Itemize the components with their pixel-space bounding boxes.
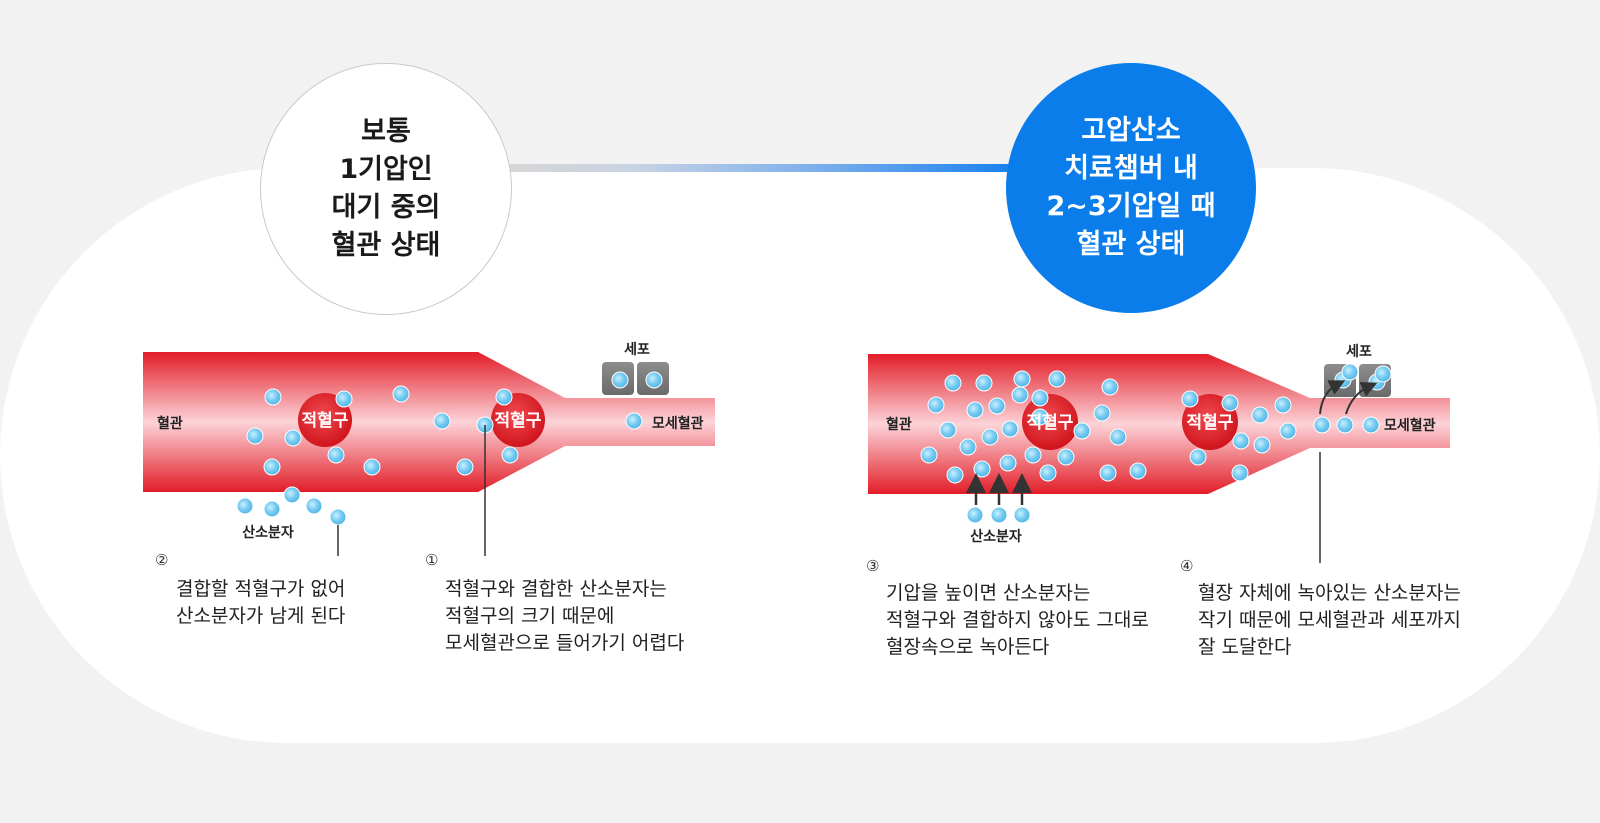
oxygen-molecule bbox=[940, 422, 956, 438]
oxygen-molecule bbox=[1375, 366, 1391, 382]
caption-text: 혈장 자체에 녹아있는 산소분자는 작기 때문에 모세혈관과 세포까지 잘 도달… bbox=[1198, 580, 1461, 661]
oxygen-molecule bbox=[264, 501, 280, 517]
oxygen-molecule bbox=[626, 413, 642, 429]
caption-text: 기압을 높이면 산소분자는 적혈구와 결합하지 않아도 그대로 혈장속으로 녹아… bbox=[886, 580, 1149, 661]
oxygen-molecule bbox=[976, 375, 992, 391]
oxygen-molecule bbox=[1130, 463, 1146, 479]
oxygen-molecule bbox=[967, 402, 983, 418]
oxygen-molecule bbox=[967, 507, 983, 523]
oxygen-molecule bbox=[1102, 379, 1118, 395]
oxygen-molecule bbox=[1314, 417, 1330, 433]
oxygen-molecule bbox=[1337, 417, 1353, 433]
oxygen-molecule bbox=[1094, 405, 1110, 421]
oxygen-molecule bbox=[247, 428, 263, 444]
rbc-label: 적혈구 bbox=[302, 410, 349, 431]
oxygen-molecule bbox=[1280, 423, 1296, 439]
oxygen-molecule bbox=[457, 459, 473, 475]
oxygen-molecule bbox=[1074, 423, 1090, 439]
oxygen-molecule bbox=[1233, 433, 1249, 449]
oxygen-molecule bbox=[306, 498, 322, 514]
oxygen-molecule bbox=[1049, 371, 1065, 387]
oxygen-label: 산소분자 bbox=[970, 528, 1022, 545]
caption-number: ④ bbox=[1180, 557, 1193, 575]
rbc-label: 적혈구 bbox=[1187, 412, 1234, 433]
caption-number: ① bbox=[425, 551, 438, 569]
rbc-label: 적혈구 bbox=[495, 410, 542, 431]
cell-label: 세포 bbox=[624, 342, 650, 358]
oxygen-molecule bbox=[612, 372, 628, 388]
capillary-label: 모세혈관 bbox=[1384, 417, 1436, 434]
oxygen-molecule bbox=[502, 447, 518, 463]
oxygen-molecule bbox=[991, 507, 1007, 523]
oxygen-molecule bbox=[945, 375, 961, 391]
oxygen-molecule bbox=[989, 398, 1005, 414]
cell-label: 세포 bbox=[1346, 344, 1372, 360]
oxygen-molecule bbox=[1014, 507, 1030, 523]
oxygen-molecule bbox=[1275, 397, 1291, 413]
oxygen-molecule bbox=[1014, 371, 1030, 387]
oxygen-molecule bbox=[1032, 390, 1048, 406]
oxygen-molecule bbox=[1252, 407, 1268, 423]
oxygen-molecule bbox=[1190, 449, 1206, 465]
oxygen-molecule bbox=[1025, 447, 1041, 463]
caption-text: 결합할 적혈구가 없어 산소분자가 남게 된다 bbox=[176, 576, 345, 630]
oxygen-molecule bbox=[328, 447, 344, 463]
caption-number: ② bbox=[155, 551, 168, 569]
oxygen-molecule bbox=[1110, 429, 1126, 445]
vessel-label: 혈관 bbox=[157, 415, 183, 432]
oxygen-molecule bbox=[1058, 449, 1074, 465]
oxygen-molecule bbox=[285, 430, 301, 446]
oxygen-molecule bbox=[364, 459, 380, 475]
oxygen-molecule bbox=[1182, 391, 1198, 407]
capillary-label: 모세혈관 bbox=[652, 415, 704, 432]
oxygen-molecule bbox=[646, 372, 662, 388]
oxygen-molecule bbox=[1232, 465, 1248, 481]
oxygen-molecule bbox=[1254, 437, 1270, 453]
caption-number: ③ bbox=[866, 557, 879, 575]
oxygen-label: 산소분자 bbox=[242, 524, 294, 541]
oxygen-molecule bbox=[947, 467, 963, 483]
oxygen-molecule bbox=[982, 429, 998, 445]
oxygen-molecule bbox=[237, 498, 253, 514]
oxygen-molecule bbox=[330, 509, 346, 525]
oxygen-molecule bbox=[974, 461, 990, 477]
oxygen-molecule bbox=[1100, 465, 1116, 481]
oxygen-molecule bbox=[264, 459, 280, 475]
oxygen-molecule bbox=[1040, 465, 1056, 481]
oxygen-molecule bbox=[393, 386, 409, 402]
oxygen-molecule bbox=[284, 487, 300, 503]
oxygen-molecule bbox=[434, 413, 450, 429]
oxygen-molecule bbox=[265, 389, 281, 405]
caption-text: 적혈구와 결합한 산소분자는 적혈구의 크기 때문에 모세혈관으로 들어가기 어… bbox=[445, 576, 684, 657]
oxygen-molecule bbox=[1363, 417, 1379, 433]
oxygen-molecule bbox=[921, 447, 937, 463]
oxygen-molecule bbox=[1002, 421, 1018, 437]
vessel-label: 혈관 bbox=[886, 416, 912, 433]
oxygen-molecule bbox=[336, 391, 352, 407]
oxygen-molecule bbox=[1000, 455, 1016, 471]
oxygen-molecule bbox=[1342, 364, 1358, 380]
oxygen-molecule bbox=[496, 389, 512, 405]
oxygen-molecule bbox=[928, 397, 944, 413]
rbc-label: 적혈구 bbox=[1027, 412, 1074, 433]
oxygen-molecule bbox=[1222, 395, 1238, 411]
oxygen-molecule bbox=[960, 439, 976, 455]
oxygen-molecule bbox=[1012, 387, 1028, 403]
